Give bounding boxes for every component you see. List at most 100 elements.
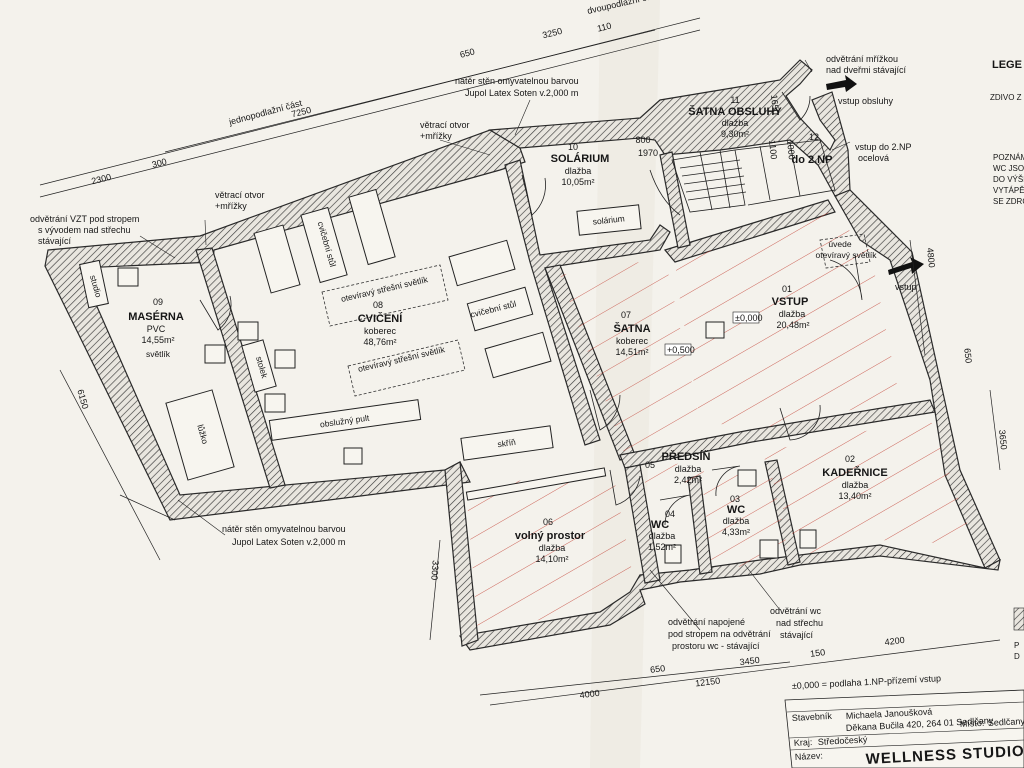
note-vzt-2: s vývodem nad střechu (38, 225, 131, 235)
kadernice-sink (799, 529, 817, 549)
dim-110: 110 (596, 21, 612, 34)
building-walls (44, 59, 1001, 651)
legend-title: LEGE (992, 59, 1022, 71)
label-solarium: solárium (592, 213, 625, 226)
title-block: ±0,000 = podlaha 1.NP-přízemí vstup Stav… (784, 673, 1024, 768)
cviceni-table-4 (448, 239, 516, 287)
note-vstup-obsluhy: vstup obsluhy (838, 96, 894, 106)
note-wc-2: nad střechu (776, 618, 823, 628)
note-nater-top-2: Jupol Latex Soten v.2,000 m (465, 88, 578, 98)
note-wc-3: stávající (780, 630, 814, 640)
door-volny (609, 469, 641, 506)
dim-1100: 1100 (767, 140, 779, 160)
cviceni-table-1 (300, 206, 348, 284)
room-06: 06 volný prostor dlažba 14,10m² (515, 517, 586, 564)
room-07-area: 14,51m² (615, 347, 648, 357)
note-nater-top-1: nátěr stěn omyvatelnou barvou (455, 76, 579, 86)
door-solarium (521, 174, 546, 216)
note-mrizka-2: nad dveřmi stávající (826, 65, 907, 75)
solarium-bed (576, 204, 642, 236)
note-napojene-2: pod stropem na odvětrání (668, 629, 771, 639)
door-wc04 (659, 494, 691, 526)
label-svetlik: světlík (146, 349, 171, 359)
room-07-num: 07 (621, 310, 631, 320)
legend-note-1: POZNÁMK (993, 153, 1024, 162)
note-vetraci-1a: větrací otvor (215, 190, 265, 200)
room-10-num: 10 (568, 142, 578, 152)
room-06-name: volný prostor (515, 530, 586, 542)
note-napojene-3: prostoru wc - stávající (672, 641, 760, 651)
dim-4000: 4000 (579, 688, 600, 700)
room-08-num: 08 (373, 300, 383, 310)
note-wc-1: odvětrání wc (770, 606, 822, 616)
room-06-material: dlažba (539, 543, 566, 553)
wall-north-east (488, 59, 851, 197)
room-10-name: SOLÁRIUM (551, 152, 610, 165)
note-nater-bottom-1: nátěr stěn omyvatelnou barvou (222, 524, 346, 534)
room-07: 07 ŠATNA koberec 14,51m² (613, 310, 650, 357)
masseur-stolek (79, 259, 109, 309)
masseur-chair (117, 267, 139, 287)
room-09: 09 MASÉRNA PVC 14,55m² (128, 297, 184, 345)
chair-1 (237, 321, 259, 341)
room-05-material: dlažba (675, 464, 702, 474)
hatch-volny (466, 468, 636, 632)
room-04: 04 WC dlažba 1,52m² (648, 509, 676, 552)
predsin-box (705, 321, 725, 339)
dim-1970: 1970 (638, 148, 658, 158)
room-03: 03 WC dlažba 4,33m² (722, 494, 750, 537)
dim-1000: 1000 (785, 139, 797, 160)
room-02-area: 13,40m² (838, 491, 871, 501)
room-04-area: 1,52m² (648, 542, 676, 552)
door-maserna (199, 295, 232, 331)
window-volny (465, 467, 607, 501)
room-08: 08 CVIČENÍ koberec 48,76m² (358, 300, 404, 347)
room-11-num: 11 (730, 95, 739, 105)
room-04-num: 04 (665, 509, 675, 519)
wall-south (458, 544, 1001, 651)
dim-7250: 7250 (290, 105, 312, 120)
legend-note-3: DO VÝŠK (993, 175, 1024, 184)
note-vetraci-2a: větrací otvor (420, 120, 470, 130)
room-02: 02 KADEŘNICE dlažba 13,40m² (822, 454, 887, 501)
room-02-name: KADEŘNICE (822, 466, 887, 479)
dim-650-top: 650 (459, 46, 476, 59)
dim-300: 300 (151, 156, 168, 169)
wall-partition-09-08 (195, 247, 286, 489)
wall-interior-stair (659, 151, 691, 249)
wall-volny-left (444, 461, 479, 647)
note-napojene-1: odvětrání napojené (668, 617, 745, 627)
arrow-vstup (888, 257, 924, 275)
room-01-num: 01 (782, 284, 792, 294)
note-nater-bottom-2: Jupol Latex Soten v.2,000 m (232, 537, 345, 547)
title-nazev-label: Název: (795, 751, 824, 762)
wall-interior-solarium (504, 159, 671, 446)
room-08-name: CVIČENÍ (358, 312, 404, 325)
wall-interior-vstup (663, 199, 836, 263)
wall-interior-wc3 (624, 464, 661, 584)
hatch-predsin (640, 460, 706, 490)
note-mrizka-1: odvětrání mřížkou (826, 54, 898, 64)
legend-note-2: WC JSOU (993, 164, 1024, 173)
door-obsluhy (781, 91, 811, 121)
title-stavebnik-label: Stavebník (792, 711, 833, 723)
skylight-2 (347, 339, 466, 397)
door-vstup (829, 254, 863, 301)
room-06-area: 14,10m² (535, 554, 568, 564)
room-08-material: koberec (364, 326, 397, 336)
dim-4200: 4200 (884, 635, 905, 647)
dim-2300: 2300 (90, 172, 112, 187)
room-11-material: dlažba (722, 118, 749, 128)
room-12: 12 do 2.NP (792, 132, 833, 166)
door-satna (589, 389, 621, 431)
title-stavebnik: Michaela Janoušková (846, 706, 933, 721)
chair-4 (343, 447, 363, 465)
note-vzt-1: odvětrání VZT pod stropem (30, 214, 139, 224)
room-01-material: dlažba (779, 309, 806, 319)
note-vzt-3: stávající (38, 236, 72, 246)
dim-800: 800 (635, 135, 650, 145)
cviceni-table-6 (484, 331, 552, 379)
lehatko-bed (165, 389, 235, 481)
room-03-area: 4,33m² (722, 527, 750, 537)
